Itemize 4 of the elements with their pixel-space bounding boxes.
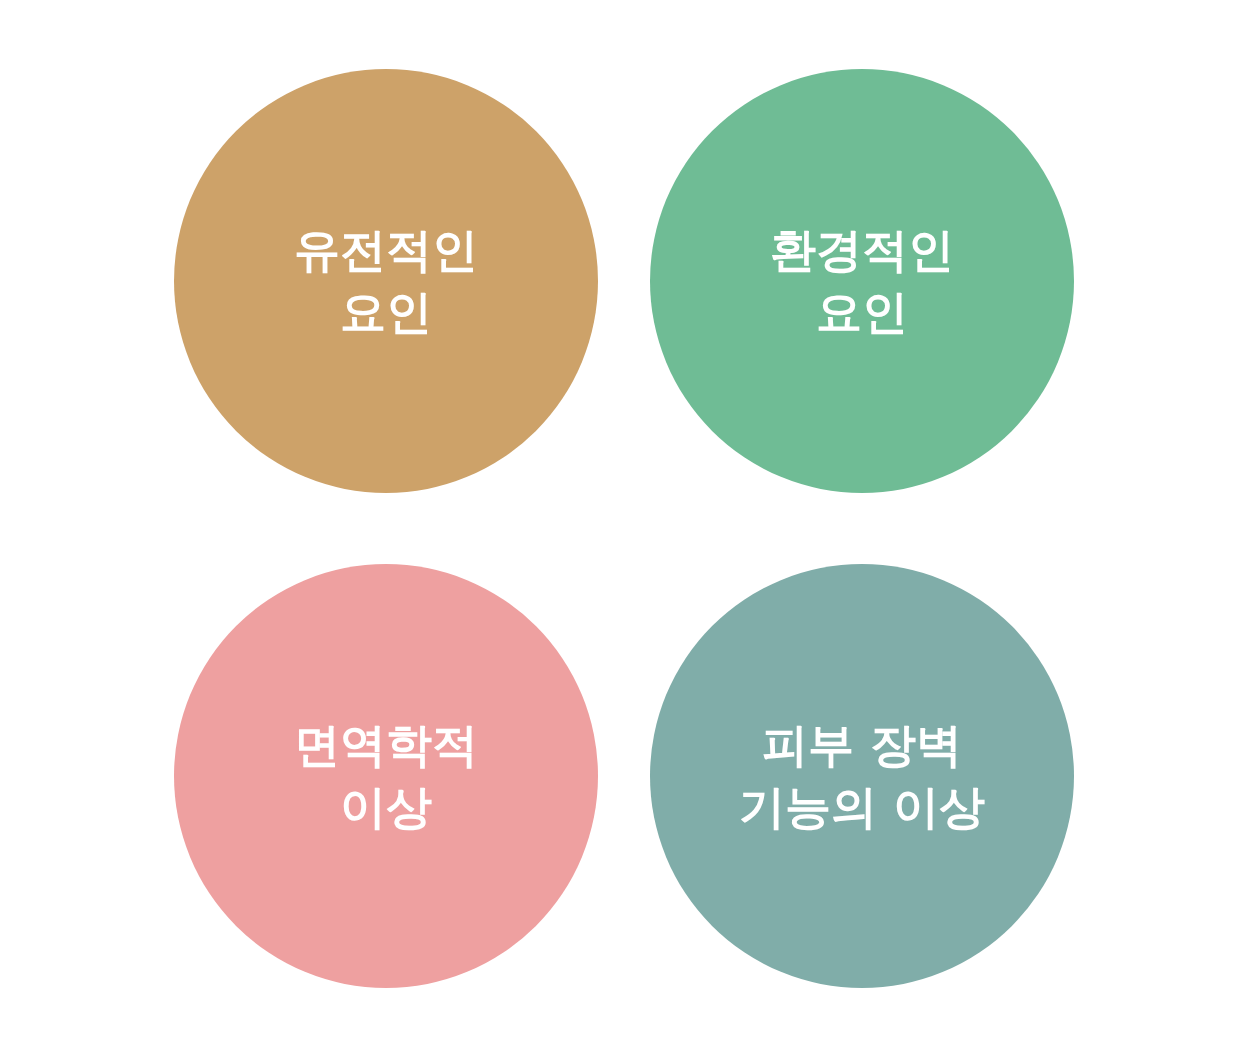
circle-label: 환경적인 요인 <box>769 222 955 341</box>
circle-label: 유전적인 요인 <box>293 222 479 341</box>
circle-label: 피부 장벽 기능의 이상 <box>738 717 986 836</box>
circle-label: 면역학적 이상 <box>293 717 479 836</box>
